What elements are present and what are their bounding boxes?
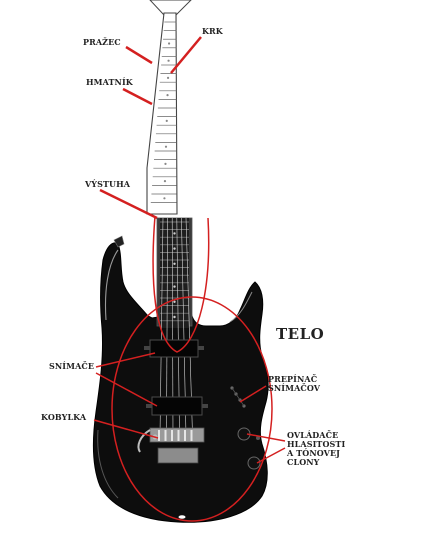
kobylka-pointer	[93, 419, 159, 439]
fretboard-inlay-dot	[173, 262, 176, 265]
guitar-body-group: ⁃	[92, 217, 269, 523]
pickup-selector-switch	[230, 386, 246, 408]
fretboard	[160, 218, 189, 328]
neck-pickup: ⁃	[144, 339, 204, 358]
label-ovladace-line4: CLONY	[287, 457, 320, 467]
tone-knob	[247, 456, 261, 470]
label-kobylka: KOBYLKA	[41, 412, 87, 422]
guitar-body	[92, 242, 269, 523]
fretboard-inlay-dot	[173, 232, 176, 235]
snimace-pointer-bridge	[95, 372, 158, 407]
label-vystuha: VÝSTUHA	[85, 179, 131, 189]
neck-inlay-dot	[163, 180, 167, 183]
body-highlight-ellipse	[111, 296, 273, 522]
fretboard-inlay-dot	[173, 315, 176, 319]
label-prepinac-snimacov: PREPÍNAČ SNÍMAČOV	[268, 375, 320, 393]
body-bevel-edge	[105, 249, 119, 321]
neck-frets	[150, 21, 177, 203]
snimace-pointer-neck	[95, 352, 156, 368]
body-bevel-edge-right	[229, 291, 253, 323]
body-bevel-edge-lower	[97, 429, 119, 499]
neck-inlay-dot	[166, 94, 169, 97]
label-snimace: SNÍMAČE	[49, 361, 95, 371]
fretboard-inlay-dots	[173, 232, 176, 319]
detached-neck	[146, 0, 192, 215]
neck-inlay-dot	[167, 59, 170, 62]
vystuha-pointer	[99, 188, 158, 220]
label-telo: TELO	[276, 325, 325, 343]
krk-pointer	[170, 36, 202, 74]
ovladace-pointer-volume	[246, 433, 286, 442]
neck-inlay-dot	[164, 145, 168, 148]
tremolo-bridge	[137, 427, 205, 464]
fretboard-inlay-dot	[173, 247, 176, 250]
label-ovladace-line1: OVLÁDAČE	[287, 430, 339, 440]
output-jack	[256, 436, 260, 440]
label-hmatnik: HMATNÍK	[86, 77, 133, 87]
label-ovladace-line3: A TÓNOVEJ	[287, 448, 341, 458]
fretboard-frets	[160, 221, 189, 322]
neck-inlay-dot	[167, 42, 171, 45]
label-ovladace-line2: HLASITOSTI	[287, 439, 346, 449]
label-prazec: PRAŽEC	[83, 37, 121, 47]
neck-inlay-dot	[166, 76, 170, 79]
truss-rod-loop	[152, 215, 210, 353]
annotations	[93, 36, 286, 522]
strap-button-top	[113, 235, 125, 248]
label-krk: KRK	[202, 26, 223, 36]
strap-button-bottom	[178, 515, 186, 519]
neck-outline	[146, 12, 178, 215]
neck-inlay-dot	[164, 162, 167, 165]
label-prepinac-line2: SNÍMAČOV	[268, 383, 321, 393]
prazec-pointer	[125, 45, 153, 65]
ovladace-pointer-tone	[256, 447, 286, 464]
fretboard-inlay-dot	[173, 300, 176, 303]
hmatnik-pointer	[122, 87, 153, 106]
neck-inlay-dot	[163, 197, 166, 200]
prepinac-pointer	[239, 385, 267, 403]
neck-inlay-dots	[163, 42, 171, 200]
label-prepinac-line1: PREPÍNAČ	[268, 374, 318, 384]
label-ovladace: OVLÁDAČE HLASITOSTI A TÓNOVEJ CLONY	[287, 431, 345, 467]
fretboard-inlay-dot	[173, 285, 176, 288]
neck-inlay-dot	[165, 119, 168, 122]
bridge-pickup	[146, 396, 208, 416]
